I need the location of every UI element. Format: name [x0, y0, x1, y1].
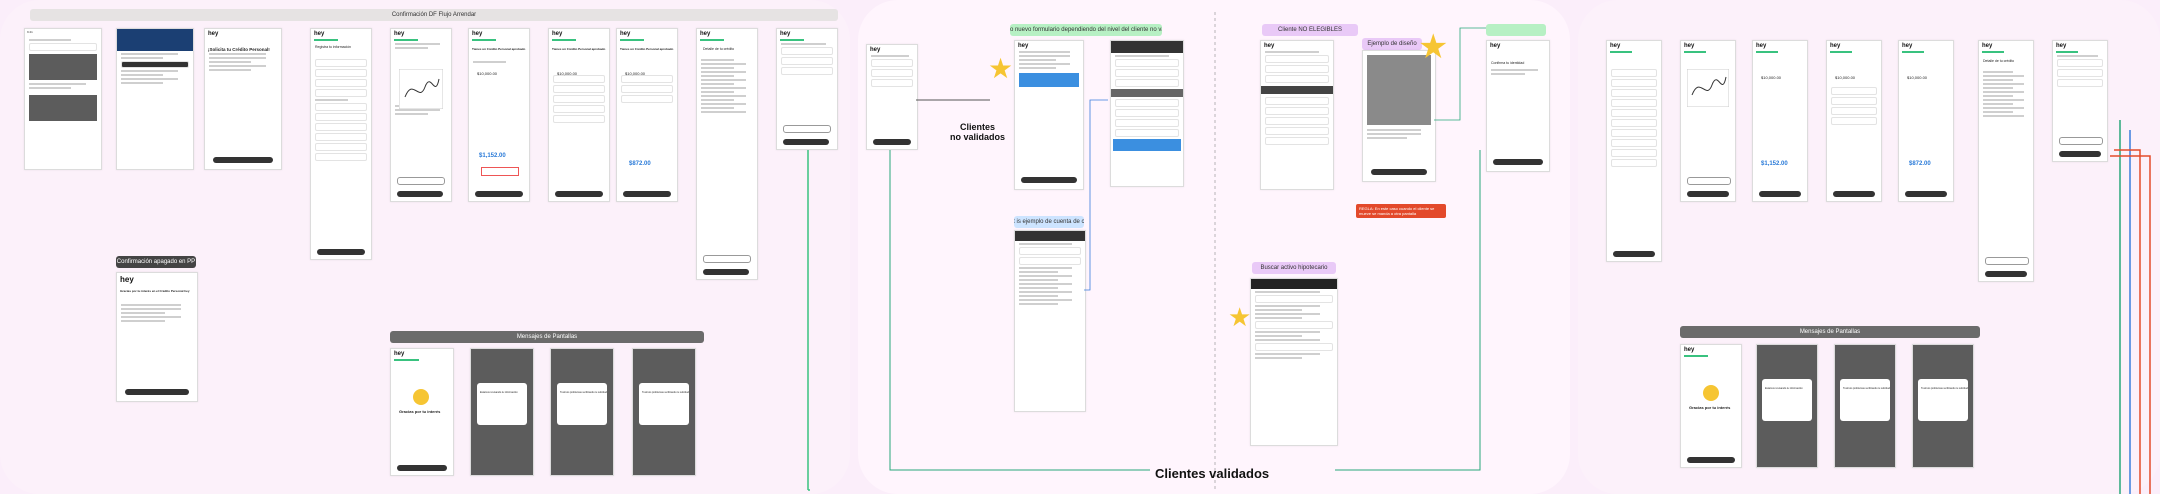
- status-bar: 9:41: [27, 30, 33, 34]
- sheet-bar: Sheet is ejemplo de cuenta de cliente: [1014, 216, 1084, 228]
- screen-mortgage[interactable]: [1250, 278, 1338, 446]
- continue-button[interactable]: [1493, 159, 1543, 165]
- continue-button[interactable]: [397, 465, 447, 471]
- continue-button[interactable]: [873, 139, 911, 145]
- screen-signature-r[interactable]: hey: [1680, 40, 1736, 202]
- push-screen-problem[interactable]: Tuvimos problemas verificando tu solicit…: [550, 348, 614, 476]
- screen-approved-r2[interactable]: hey $10,000.00: [1826, 40, 1882, 202]
- star-icon-3: ★: [1228, 302, 1252, 332]
- push-screen-thanks-r[interactable]: hey Gracias por tu interés: [1680, 344, 1742, 468]
- continue-button[interactable]: [2059, 151, 2101, 157]
- continue-button[interactable]: [475, 191, 523, 197]
- sun-icon: [1703, 385, 1719, 401]
- back-button[interactable]: [1985, 257, 2029, 265]
- screen-credit-detail-r[interactable]: hey Detalle de tu crédito: [1978, 40, 2034, 282]
- info-banner: [1019, 73, 1079, 87]
- error-box: [481, 167, 519, 176]
- screen-thanks[interactable]: hey Gracias por tu interés en el Crédito…: [116, 272, 198, 402]
- continue-button[interactable]: [1687, 457, 1735, 463]
- identity-bar: [1486, 24, 1546, 36]
- screen-validated-docs[interactable]: hey: [1260, 40, 1334, 190]
- flow-title-bar: Confirmación DF Flujo Arrendar: [30, 9, 838, 21]
- screen-not-validated-info[interactable]: hey: [1014, 40, 1084, 190]
- continue-button[interactable]: [783, 139, 829, 145]
- push-bar-1: Mensajes de Pantallas: [390, 331, 704, 343]
- sun-icon: [413, 389, 429, 405]
- not-validated-bar: Proceso nuevo formulario dependiendo del…: [1010, 24, 1162, 36]
- search-bar: Buscar activo hipotecario: [1252, 262, 1336, 274]
- continue-button[interactable]: [1371, 169, 1427, 175]
- screen-register-form[interactable]: hey Registra tu información: [310, 28, 372, 260]
- continue-button[interactable]: [1687, 191, 1729, 197]
- continue-button[interactable]: [1985, 271, 2027, 277]
- promo-bar: Confirmación apagado en PP: [116, 256, 196, 268]
- back-button[interactable]: [783, 125, 831, 133]
- validated-bar: Cliente NO ELEGIBLES: [1262, 24, 1358, 36]
- continue-button[interactable]: [1021, 177, 1077, 183]
- star-icon-1: ★: [988, 53, 1014, 84]
- continue-button[interactable]: [1759, 191, 1801, 197]
- screen-documents[interactable]: [1110, 40, 1184, 187]
- push-screen-problem-2[interactable]: Tuvimos problemas verificando tu solicit…: [632, 348, 696, 476]
- exclusion-bar: Ejemplo de diseño: [1362, 38, 1422, 50]
- zone-middle: [858, 0, 1570, 494]
- screen-emergency-contact-r[interactable]: hey: [2052, 40, 2108, 162]
- screen-signature[interactable]: hey: [390, 28, 452, 202]
- screen-identity[interactable]: hey Confirma tu identidad: [1486, 40, 1550, 172]
- continue-button[interactable]: [555, 191, 603, 197]
- continue-button[interactable]: [703, 269, 749, 275]
- continue-button[interactable]: [317, 249, 365, 255]
- screen-approved-term[interactable]: hey Tienes un Crédito Personal aprobado …: [548, 28, 610, 202]
- back-button[interactable]: [2059, 137, 2103, 145]
- push-screen-review[interactable]: Estamos revisando tu información: [470, 348, 534, 476]
- rule-note: REGLA: En este caso cuando el cliente se…: [1356, 204, 1446, 218]
- credit-title: ¡Solicita tu Crédito Personal!: [208, 47, 270, 52]
- continue-button[interactable]: [397, 191, 443, 197]
- back-button[interactable]: [703, 255, 751, 263]
- label-not-validated: Clientes no validados: [950, 122, 1006, 142]
- back-button[interactable]: [397, 177, 445, 185]
- understood-button[interactable]: [125, 389, 189, 395]
- screen-credit-intro[interactable]: hey ¡Solicita tu Crédito Personal!: [204, 28, 282, 170]
- screen-emergency-contact[interactable]: hey: [776, 28, 838, 150]
- back-button[interactable]: [1687, 177, 1731, 185]
- push-screen-thanks[interactable]: hey Gracias por tu interés: [390, 348, 454, 476]
- signature-icon: [1687, 69, 1729, 107]
- signature-icon: [399, 69, 443, 109]
- push-screen-problem-r[interactable]: Tuvimos problemas verificando tu solicit…: [1834, 344, 1896, 468]
- banner-image-2: [29, 95, 97, 121]
- push-bar-2: Mensajes de Pantallas: [1680, 326, 1980, 338]
- placeholder-image: [1367, 55, 1431, 125]
- screen-credit-detail[interactable]: hey Detalle de tu crédito: [696, 28, 758, 280]
- screen-account-sheet[interactable]: [1014, 230, 1086, 412]
- continue-button[interactable]: [1833, 191, 1875, 197]
- screen-approved-r1[interactable]: hey $10,000.00 $1,152.00: [1752, 40, 1808, 202]
- screen-approved-summary[interactable]: hey Tienes un Crédito Personal aprobado …: [616, 28, 678, 202]
- screen-exclusion[interactable]: [1362, 50, 1436, 182]
- screen-account[interactable]: [116, 28, 194, 170]
- screen-approved-r3[interactable]: hey $10,000.00 $872.00: [1898, 40, 1954, 202]
- continue-button[interactable]: [623, 191, 671, 197]
- push-screen-review-r[interactable]: Estamos revisando tu información: [1756, 344, 1818, 468]
- star-icon-2: ★: [1418, 28, 1449, 66]
- screen-register-form-r[interactable]: hey: [1606, 40, 1662, 262]
- label-validated: Clientes validados: [1155, 466, 1270, 481]
- push-screen-problem-r2[interactable]: Tuvimos problemas verificando tu solicit…: [1912, 344, 1974, 468]
- start-button[interactable]: [213, 157, 273, 163]
- screen-approved-amount[interactable]: hey Tienes un Crédito Personal aprobado …: [468, 28, 530, 202]
- continue-button[interactable]: [1905, 191, 1947, 197]
- screen-home[interactable]: 9:41: [24, 28, 102, 170]
- continue-button[interactable]: [1613, 251, 1655, 257]
- account-header: [117, 29, 193, 51]
- screen-emergency-contact-2[interactable]: hey: [866, 44, 918, 150]
- banner-image: [29, 54, 97, 80]
